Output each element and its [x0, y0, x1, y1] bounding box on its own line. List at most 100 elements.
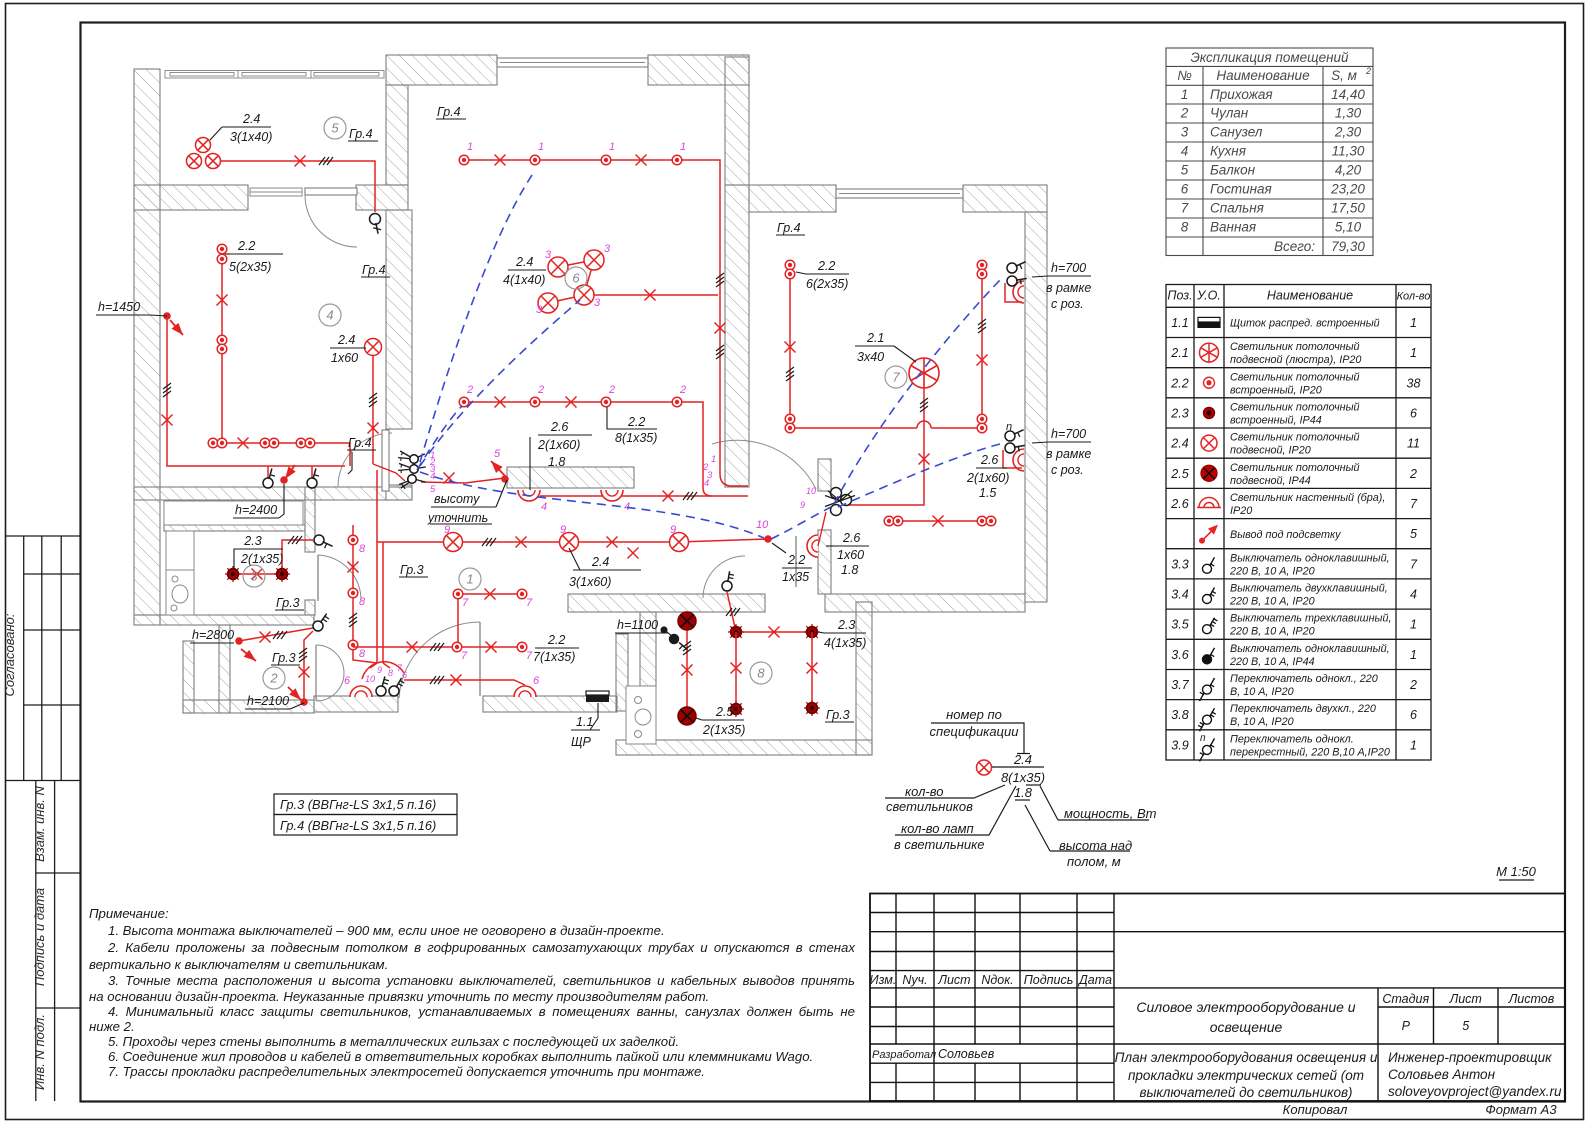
- svg-text:1.5: 1.5: [979, 486, 996, 500]
- svg-text:220 В, 10 А, IP20: 220 В, 10 А, IP20: [1229, 626, 1315, 638]
- svg-text:2.1: 2.1: [1170, 346, 1188, 360]
- svg-text:1x35: 1x35: [782, 570, 809, 584]
- svg-text:3: 3: [250, 569, 258, 584]
- svg-text:кол-во ламп: кол-во ламп: [901, 821, 974, 836]
- svg-text:1: 1: [609, 141, 615, 153]
- svg-text:2.1: 2.1: [866, 331, 884, 345]
- svg-text:1: 1: [430, 450, 435, 461]
- svg-text:встроенный, IP44: встроенный, IP44: [1230, 414, 1322, 426]
- svg-text:h=700: h=700: [1051, 427, 1086, 441]
- svg-text:№: №: [1177, 68, 1192, 83]
- svg-text:номер по: номер по: [946, 707, 1002, 722]
- svg-text:Гр.3: Гр.3: [276, 596, 300, 610]
- svg-text:Гр.3: Гр.3: [272, 651, 296, 665]
- svg-text:Светильник настенный (бра),: Светильник настенный (бра),: [1230, 492, 1385, 504]
- svg-text:светильников: светильников: [886, 799, 973, 814]
- svg-text:h=700: h=700: [1051, 261, 1086, 275]
- svg-text:полом, м: полом, м: [1067, 854, 1121, 869]
- svg-text:Гр.3: Гр.3: [826, 708, 850, 722]
- svg-text:в светильнике: в светильнике: [894, 837, 984, 852]
- svg-text:Ванная: Ванная: [1210, 220, 1256, 235]
- svg-text:2.2: 2.2: [547, 633, 565, 647]
- svg-text:уточнить: уточнить: [427, 511, 488, 525]
- svg-text:2.2: 2.2: [627, 415, 645, 429]
- svg-text:4: 4: [430, 471, 435, 482]
- svg-text:5: 5: [1181, 163, 1189, 178]
- svg-text:2.4: 2.4: [1170, 437, 1188, 451]
- svg-text:Светильник потолочный: Светильник потолочный: [1230, 432, 1360, 444]
- svg-text:220 В, 10 А, IP20: 220 В, 10 А, IP20: [1229, 565, 1315, 577]
- svg-text:3(1x40): 3(1x40): [230, 130, 272, 144]
- svg-text:6(2x35): 6(2x35): [806, 277, 848, 291]
- svg-text:220 В, 10 А, IP20: 220 В, 10 А, IP20: [1229, 596, 1315, 608]
- svg-text:Инв. N подл.: Инв. N подл.: [32, 1014, 47, 1090]
- svg-text:5,10: 5,10: [1335, 220, 1362, 235]
- svg-text:10: 10: [365, 674, 375, 684]
- svg-text:М 1:50: М 1:50: [1496, 864, 1537, 879]
- svg-text:h=2400: h=2400: [235, 503, 277, 517]
- svg-text:Чулан: Чулан: [1210, 106, 1249, 121]
- svg-text:Спальня: Спальня: [1210, 201, 1264, 216]
- svg-text:Санузел: Санузел: [1210, 125, 1263, 140]
- svg-text:8: 8: [1181, 220, 1189, 235]
- svg-text:Гр.4 (ВВГнг-LS 3х1,5 п.16): Гр.4 (ВВГнг-LS 3х1,5 п.16): [280, 818, 436, 833]
- svg-text:7: 7: [1410, 497, 1418, 511]
- svg-text:Гр.4: Гр.4: [437, 105, 461, 119]
- svg-text:79,30: 79,30: [1331, 239, 1365, 254]
- svg-text:1,30: 1,30: [1335, 106, 1362, 121]
- svg-text:1.8: 1.8: [841, 563, 858, 577]
- svg-text:1: 1: [1410, 346, 1417, 360]
- svg-text:Дата: Дата: [1077, 973, 1112, 987]
- svg-text:1: 1: [466, 572, 473, 587]
- svg-text:Взам. инв. N: Взам. инв. N: [32, 786, 47, 862]
- svg-text:3: 3: [430, 464, 436, 475]
- svg-text:8: 8: [359, 596, 366, 608]
- svg-text:n: n: [1006, 421, 1012, 433]
- svg-text:3x40: 3x40: [857, 350, 884, 364]
- svg-text:8: 8: [757, 666, 765, 681]
- svg-text:1.8: 1.8: [548, 455, 565, 469]
- svg-text:5: 5: [430, 484, 436, 495]
- svg-text:1.1: 1.1: [576, 715, 593, 729]
- svg-text:Инженер-проектировщик: Инженер-проектировщик: [1388, 1050, 1552, 1065]
- svg-text:Соловьев Антон: Соловьев Антон: [1388, 1067, 1496, 1082]
- svg-text:Стадия: Стадия: [1382, 992, 1429, 1006]
- svg-text:11,30: 11,30: [1332, 144, 1365, 159]
- svg-text:8(1x35): 8(1x35): [615, 431, 657, 445]
- svg-text:7: 7: [1410, 557, 1418, 571]
- svg-text:Выключатель одноклавишный,: Выключатель одноклавишный,: [1230, 643, 1390, 655]
- svg-text:2.2: 2.2: [787, 553, 805, 567]
- svg-text:2(1x35): 2(1x35): [240, 552, 283, 566]
- svg-text:2.4: 2.4: [515, 255, 533, 269]
- svg-text:14,40: 14,40: [1331, 87, 1365, 102]
- svg-text:1x60: 1x60: [837, 548, 864, 562]
- svg-text:3(1x60): 3(1x60): [569, 575, 611, 589]
- svg-text:2,30: 2,30: [1334, 125, 1362, 140]
- svg-text:220 В, 10 А, IP44: 220 В, 10 А, IP44: [1229, 656, 1315, 668]
- svg-text:2.4: 2.4: [337, 333, 355, 347]
- svg-text:9: 9: [800, 500, 805, 510]
- svg-text:5: 5: [1410, 527, 1417, 541]
- svg-text:6: 6: [1410, 406, 1417, 420]
- svg-text:17,50: 17,50: [1331, 201, 1365, 216]
- svg-text:2: 2: [702, 462, 709, 473]
- svg-text:9: 9: [377, 665, 382, 675]
- svg-text:Гр.3 (ВВГнг-LS 3х1,5 п.16): Гр.3 (ВВГнг-LS 3х1,5 п.16): [280, 797, 436, 812]
- svg-text:9: 9: [444, 524, 450, 536]
- svg-text:Балкон: Балкон: [1210, 163, 1256, 178]
- svg-text:Гр.4: Гр.4: [362, 263, 386, 277]
- svg-text:6: 6: [1410, 708, 1417, 722]
- svg-text:перекрестный, 220 В,10 А,IP20: перекрестный, 220 В,10 А,IP20: [1230, 746, 1390, 758]
- svg-text:2.5: 2.5: [1170, 467, 1188, 481]
- svg-text:В, 10 А, IP20: В, 10 А, IP20: [1230, 686, 1294, 698]
- svg-text:встроенный, IP20: встроенный, IP20: [1230, 384, 1322, 396]
- svg-text:7: 7: [462, 597, 469, 609]
- svg-text:Nуч.: Nуч.: [902, 973, 927, 987]
- svg-text:подвесной, IP20: подвесной, IP20: [1230, 445, 1311, 457]
- svg-text:1: 1: [467, 141, 473, 153]
- svg-text:Гр.4: Гр.4: [348, 436, 372, 450]
- svg-text:3.9: 3.9: [1171, 738, 1188, 752]
- svg-text:3: 3: [545, 249, 552, 261]
- svg-text:1: 1: [1410, 738, 1417, 752]
- svg-text:3: 3: [1181, 125, 1189, 140]
